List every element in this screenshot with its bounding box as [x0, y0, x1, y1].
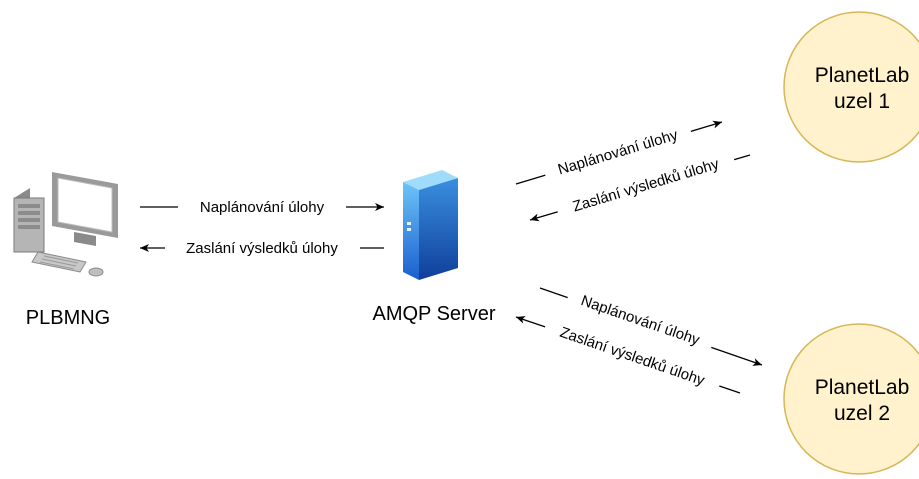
- edge-label-amqp-to-plbmng: Zaslání výsledků úlohy: [186, 240, 338, 257]
- edge-plbmng-to-amqp: Naplánování úlohy: [140, 197, 384, 217]
- amqp-server-label: AMQP Server: [373, 303, 496, 325]
- planetlab-node-1: PlanetLab uzel 1: [783, 11, 919, 163]
- node1-line1: PlanetLab: [815, 64, 910, 87]
- plbmng-label: PLBMNG: [26, 307, 110, 329]
- node2-line1: PlanetLab: [815, 376, 910, 399]
- edge-node2-to-amqp: Zaslání výsledků úlohy: [515, 316, 741, 396]
- node1-line2: uzel 1: [834, 90, 890, 113]
- server-tower-icon: [403, 170, 458, 280]
- planetlab-node-2: PlanetLab uzel 2: [783, 323, 919, 475]
- edge-label-plbmng-to-amqp: Naplánování úlohy: [200, 199, 325, 216]
- edge-amqp-to-plbmng: Zaslání výsledků úlohy: [140, 238, 384, 258]
- node2-line2: uzel 2: [834, 402, 890, 425]
- desktop-computer-icon: [13, 172, 118, 277]
